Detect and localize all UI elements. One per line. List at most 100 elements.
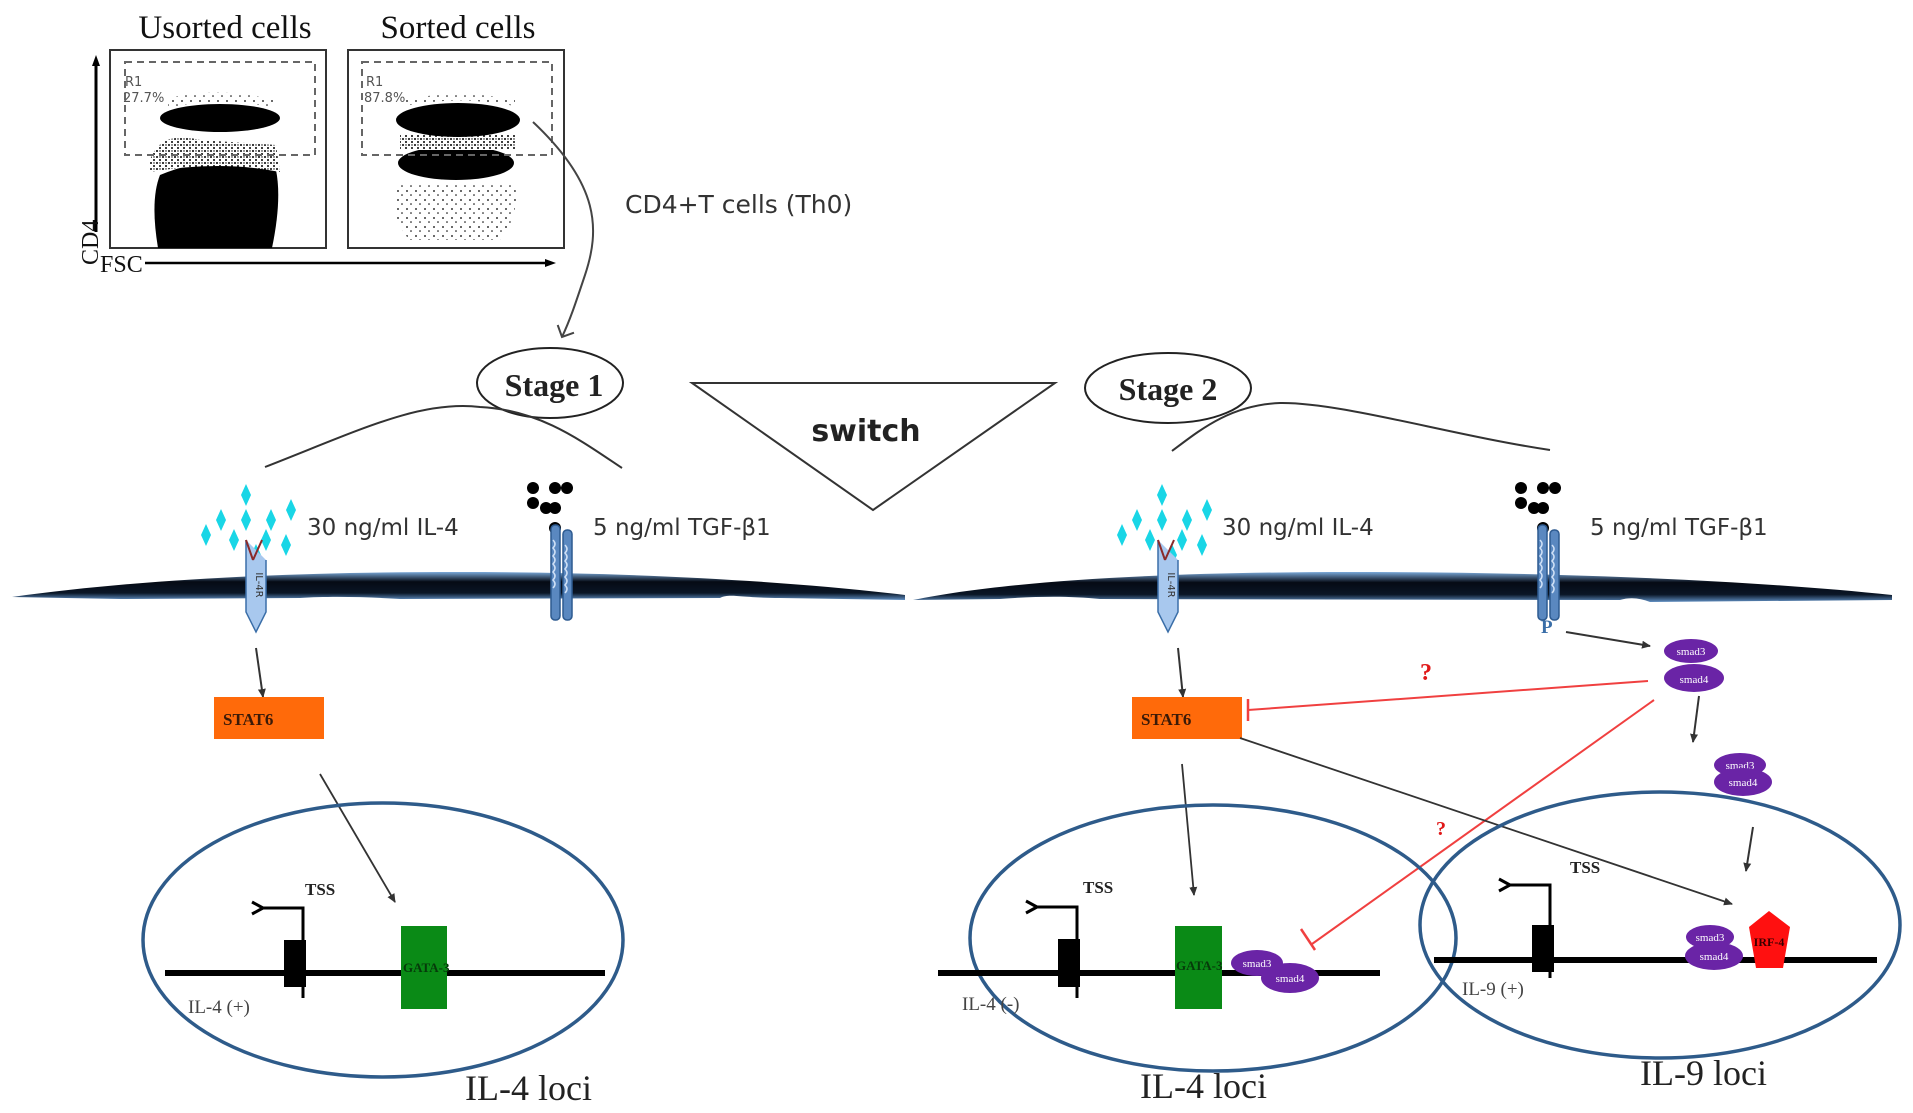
il4-gene-block (284, 940, 306, 987)
nucleus-membrane (1418, 790, 1902, 1060)
smad4-label-il9: smad4 (1700, 951, 1729, 963)
il4-ligand-diamond (1117, 524, 1127, 546)
smad-nuclear-entry-arrow (1743, 826, 1754, 872)
stat6-box-stage2: STAT6 (1132, 697, 1242, 739)
il4-ligand-cluster-stage2 (1117, 484, 1212, 566)
stage2-ellipse (1084, 352, 1252, 424)
tgf-ligand-cluster-stage2 (1515, 482, 1561, 534)
stage1-bracket (264, 405, 623, 469)
stat6-to-gata3-arrow-stage2 (1181, 763, 1198, 896)
smad-complex-cytoplasm: smad3 smad4 (1664, 639, 1724, 692)
tgf-receptor-chain-2 (1549, 529, 1560, 621)
stat6-label-stage1: STAT6 (223, 710, 273, 729)
il4-ligand-diamond (201, 524, 211, 546)
nucleus-membrane (968, 803, 1458, 1073)
il4-ligand-diamond (1157, 484, 1167, 506)
unsorted-gate-percent: 27.7% (123, 91, 164, 106)
tgf-ligand-dot (1537, 482, 1549, 494)
il4-ligand-diamond (281, 534, 291, 556)
stat6-box-stage1: STAT6 (214, 697, 324, 739)
unsorted-gate-label: R1 (125, 75, 142, 90)
smad-translocation-arrow (1690, 695, 1700, 743)
il4-ligand-diamond (1145, 529, 1155, 551)
loci-label-il4-stage2: IL-4 loci (1140, 1066, 1267, 1106)
tgf-ligand-dot (1537, 502, 1549, 514)
stat6-to-gata3-arrow-stage1 (319, 773, 396, 903)
sorted-cd4-neg-population (398, 146, 514, 180)
cd4-to-stage1-arrow (532, 121, 594, 339)
il4-ligand-diamond (286, 499, 296, 521)
gene-status-label-il9: IL-9 (+) (1462, 979, 1524, 1000)
il4r-label: IL-4R (1165, 572, 1176, 597)
cd4-axis-label: CD4 (78, 220, 104, 265)
switch-triangle: switch (688, 382, 1059, 512)
flow-panel-sorted: Sorted cells R1 87.8% (347, 10, 565, 249)
tgf-dose-stage1: 5 ng/ml TGF-β1 (593, 515, 771, 541)
gata3-block (401, 926, 447, 1009)
il4-ligand-diamond (229, 529, 239, 551)
il4r-label: IL-4R (253, 572, 264, 597)
fsc-axis-label: FSC (100, 252, 143, 278)
tgf-dose-stage2: 5 ng/ml TGF-β1 (1590, 515, 1768, 541)
tss-arrow (1510, 885, 1552, 925)
il4-receptor-stage2: IL-4R (1157, 539, 1179, 634)
smad3-label-cyto: smad3 (1677, 646, 1706, 658)
switch-label: switch (811, 414, 920, 449)
nucleus-il4-stage1: TSS GATA-3 IL-4 (+) IL-4 loci (141, 801, 625, 1108)
unsorted-title: Usorted cells (138, 10, 311, 46)
il4-ligand-diamond (1132, 509, 1142, 531)
tgf-receptor-stage2: P (1537, 524, 1560, 638)
gata3-label-stage2: GATA-3 (1176, 958, 1223, 973)
tgf-ligand-dot (549, 502, 561, 514)
tgf-receptor-chain-1 (1537, 524, 1548, 621)
flow-panel-unsorted: Usorted cells R1 27.7% (109, 10, 327, 249)
tss-label-stage1: TSS (305, 880, 335, 899)
il4-dose-stage2: 30 ng/ml IL-4 (1222, 515, 1374, 541)
cd4-t-cells-label: CD4+T cells (Th0) (625, 190, 852, 219)
tgf-ligand-dot (1528, 502, 1540, 514)
smad3-label-il9: smad3 (1696, 932, 1725, 944)
smad4-label-translocating: smad4 (1729, 777, 1758, 789)
smad3-cytoplasm (1664, 639, 1718, 663)
stage2-badge: Stage 2 (1084, 352, 1252, 424)
tgf-ligand-cluster-stage1 (527, 482, 573, 534)
tgf-receptor-chain-2 (562, 529, 573, 621)
il4-ligand-diamond (241, 509, 251, 531)
il4-ligand-diamond (1202, 499, 1212, 521)
question-mark-il4: ? (1436, 818, 1446, 840)
inhibition-bar-il4 (1299, 928, 1317, 951)
gene-status-label-stage1: IL-4 (+) (188, 997, 250, 1018)
tgf-ligand-dot (549, 482, 561, 494)
irf4-label: IRF-4 (1754, 935, 1785, 949)
il4-ligand-diamond (241, 484, 251, 506)
sorted-gate-percent: 87.8% (364, 91, 405, 106)
nucleus-il9-stage2: smad3 smad4 TSS smad3 smad4 IRF-4 IL-9 (… (1418, 753, 1902, 1093)
tgf-ligand-dot (527, 482, 539, 494)
smad-inhibits-il4-line (1311, 699, 1655, 945)
stage2-bracket (1171, 401, 1551, 452)
nucleus-membrane (141, 801, 625, 1079)
il4-ligand-diamond (1157, 509, 1167, 531)
cell-membrane-left (12, 572, 905, 600)
gene-status-label-il4-stage2: IL-4 (-) (962, 994, 1020, 1015)
il4-ligand-diamond (1182, 509, 1192, 531)
smad4-bound-il9 (1685, 942, 1743, 970)
loci-label-stage1: IL-4 loci (465, 1068, 592, 1108)
tgf-ligand-dot (561, 482, 573, 494)
unsorted-cd4-neg-population (154, 161, 279, 248)
irf4-pentagon (1749, 911, 1790, 968)
stage2-title: Stage 2 (1119, 371, 1218, 407)
il9-gene-block (1532, 925, 1554, 972)
sorted-gate-r1 (361, 61, 553, 156)
stat6-to-irf4-arrow (1239, 737, 1733, 906)
il4-ligand-diamond (266, 509, 276, 531)
tgf-ligand-dot (1515, 482, 1527, 494)
switch-triangle-shape (688, 382, 1059, 512)
il4-ligand-diamond (1197, 534, 1207, 556)
gata3-block (1175, 926, 1222, 1009)
stage1-badge: Stage 1 (476, 347, 624, 419)
stage1-title: Stage 1 (505, 367, 604, 403)
tgf-receptor-stage1 (550, 524, 573, 621)
tgf-ligand-dot (1515, 497, 1527, 509)
il4-receptor-stage1: IL-4R (245, 539, 267, 634)
